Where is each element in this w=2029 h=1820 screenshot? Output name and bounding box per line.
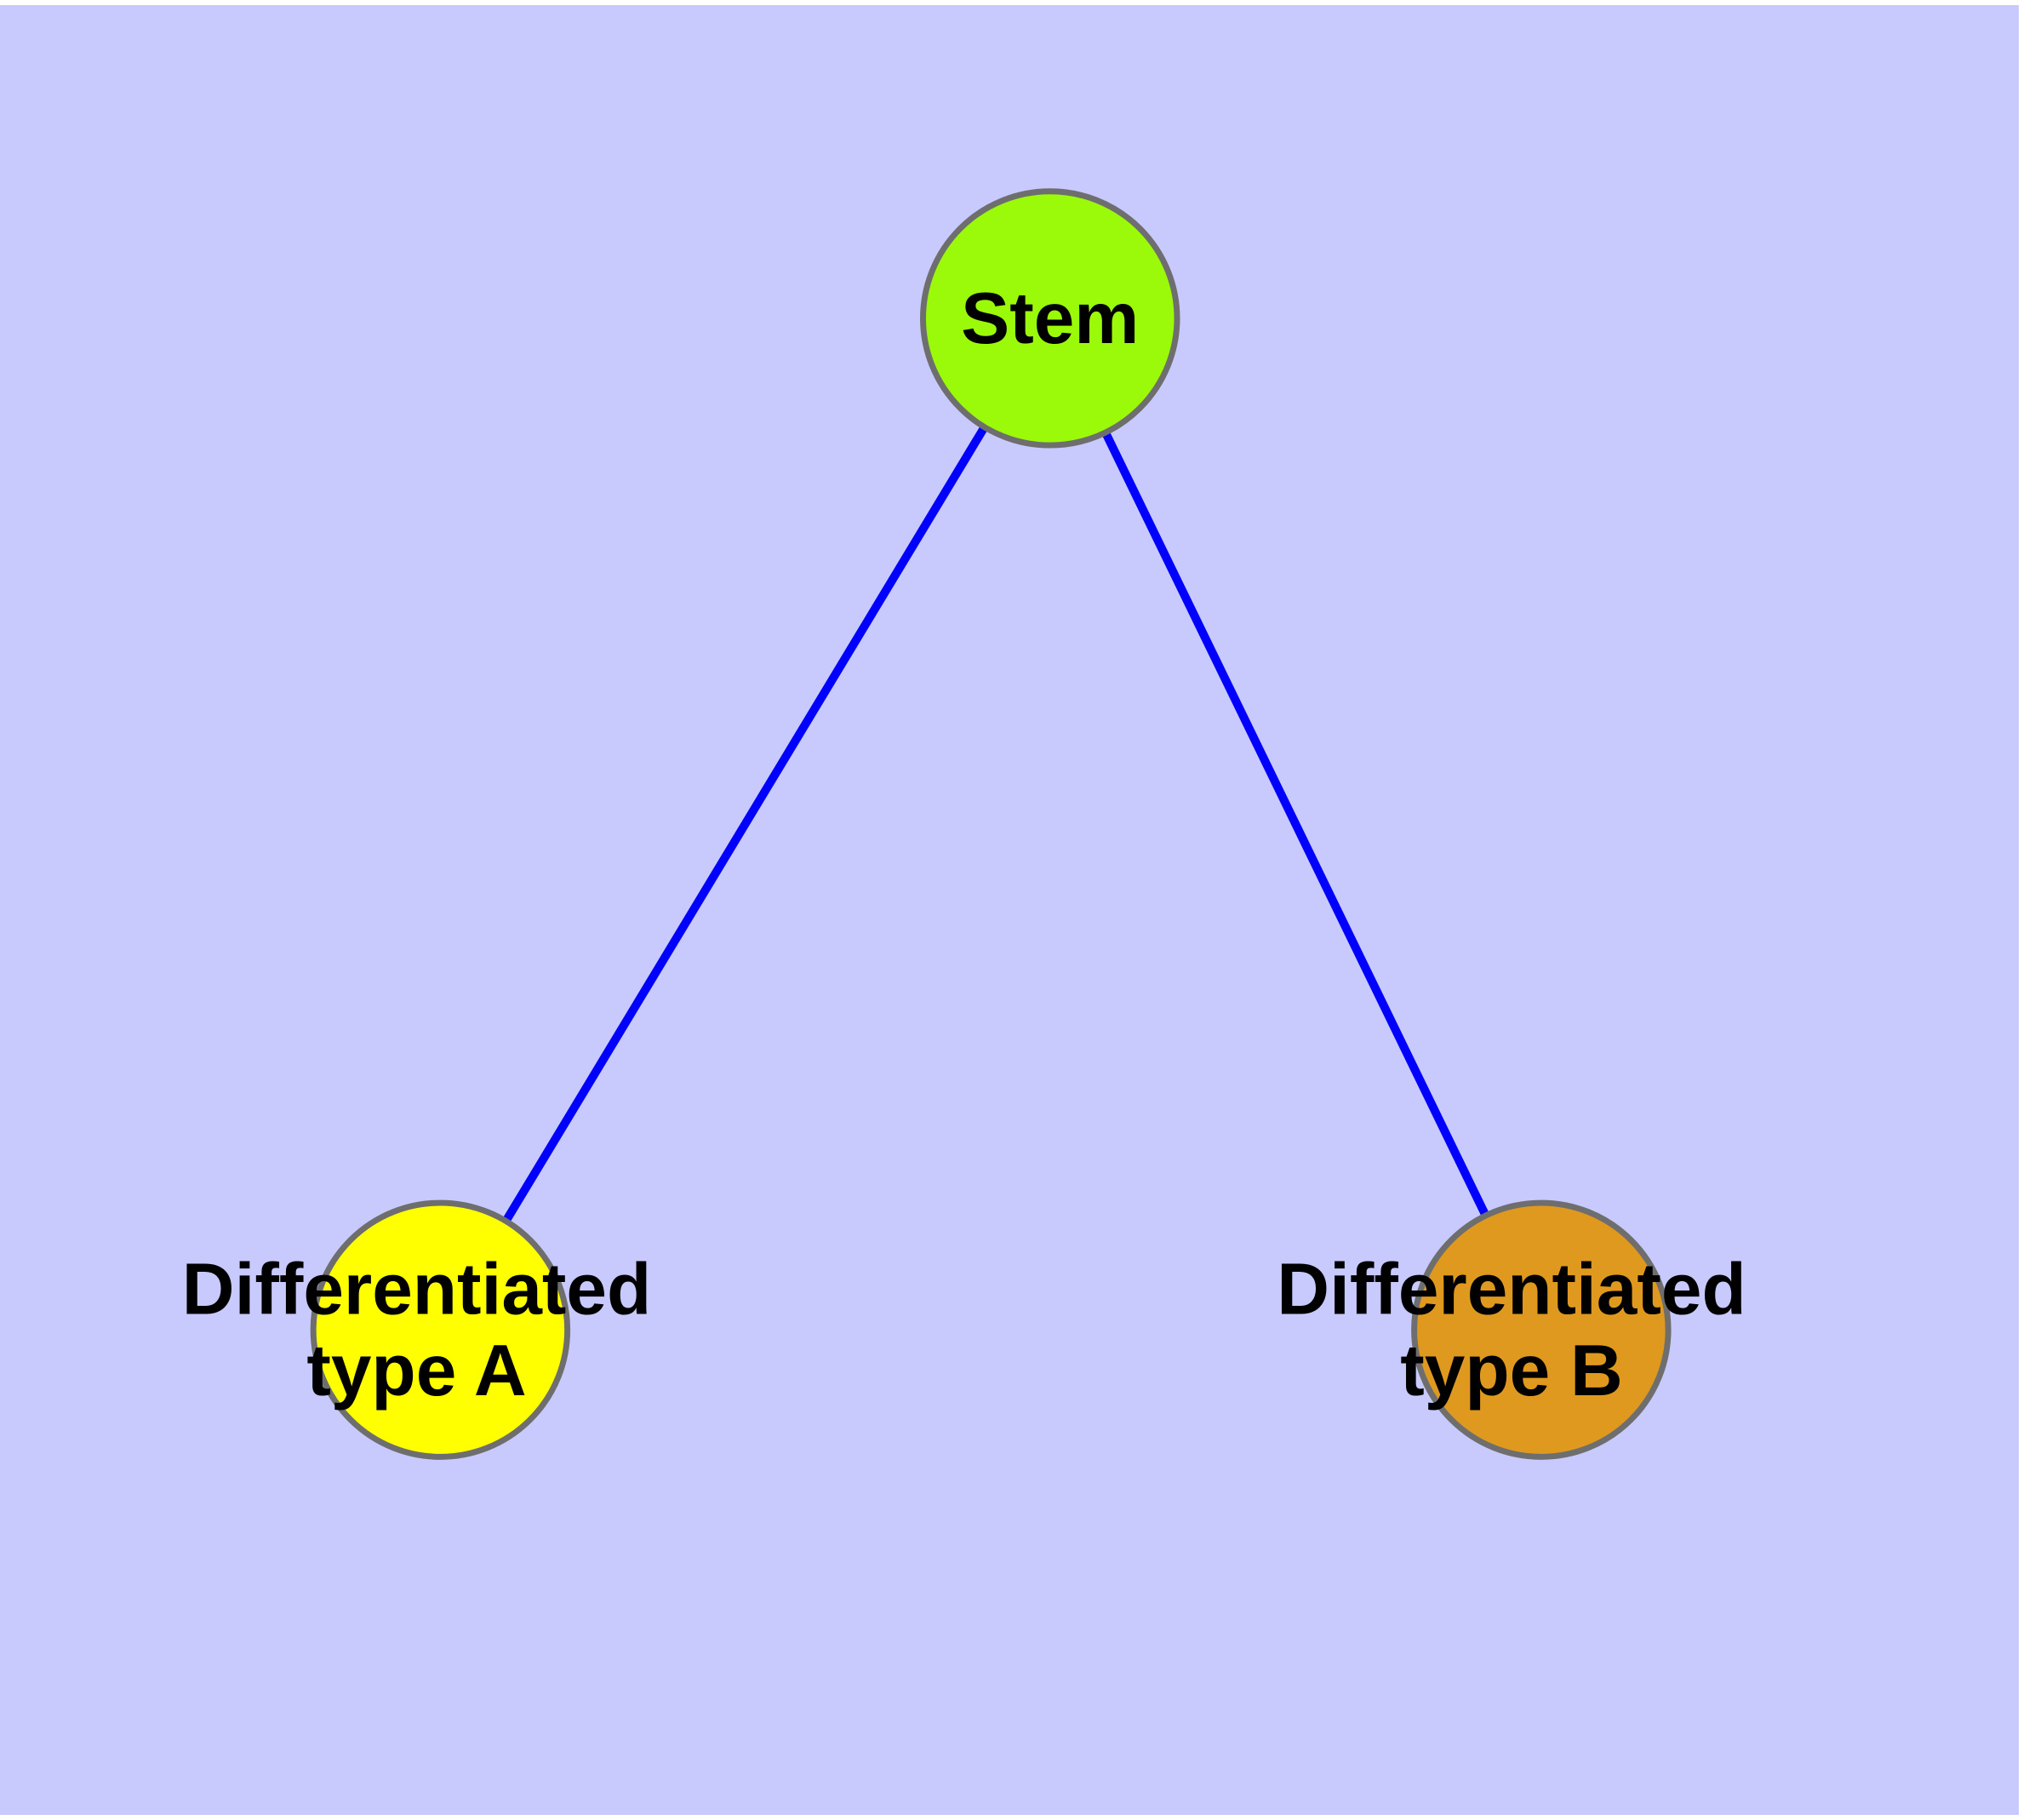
graph-node-stem[interactable] (920, 188, 1180, 449)
graph-node-diff_b[interactable] (1411, 1199, 1672, 1460)
graph-node-label-line: Differentiated (182, 1249, 651, 1330)
graph-node-label-line: type A (306, 1331, 526, 1411)
graph-node-diff_a[interactable] (310, 1199, 571, 1460)
graph-edge-stem-to-diff_a (500, 421, 991, 1227)
graph-node-label-line: type B (1400, 1331, 1622, 1411)
nodes-layer (310, 188, 1672, 1460)
graph-node-label-line: Differentiated (1277, 1249, 1746, 1330)
graph-node-label-line: Stem (961, 278, 1139, 358)
edges-layer (500, 421, 1491, 1227)
graph-edge-stem-to-diff_b (1100, 427, 1491, 1221)
graph-node-label-stem: Stem (961, 278, 1139, 358)
